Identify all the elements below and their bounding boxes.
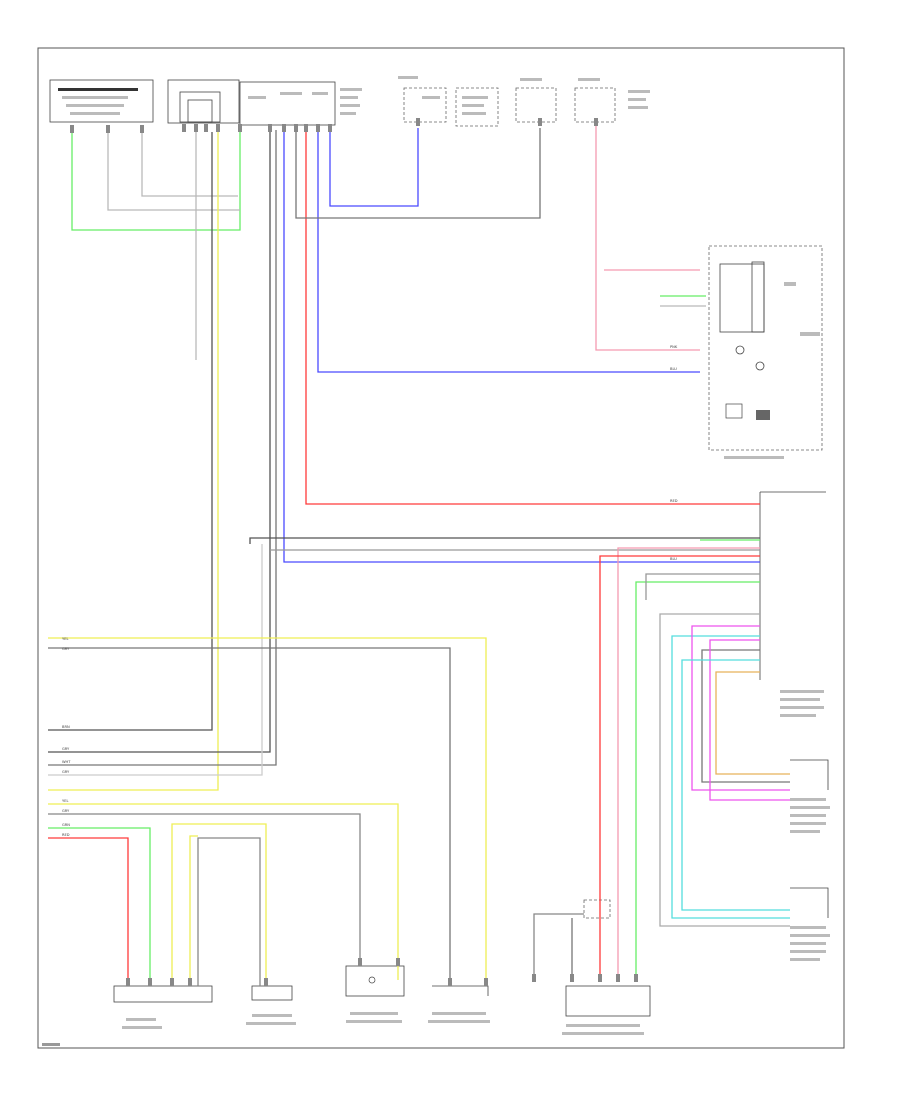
wire-yellow-right-long bbox=[48, 637, 487, 980]
wire-blue-main bbox=[283, 130, 668, 563]
wire-gray-top-left-1 bbox=[107, 132, 240, 211]
wire-red-down bbox=[599, 555, 760, 980]
wire-yellow-sensor-2 bbox=[189, 835, 198, 986]
top-connector-block bbox=[167, 79, 240, 124]
wire-label-blue-meter: BLU bbox=[670, 367, 677, 371]
top-module-2 bbox=[455, 87, 499, 127]
wire-label-gray-trunk: BRN bbox=[62, 725, 70, 729]
wire-orange-rear bbox=[715, 671, 790, 775]
wire-gray-top-horizontal bbox=[295, 128, 541, 219]
wire-label-lightgray: GRY bbox=[62, 770, 70, 774]
wire-green-down bbox=[635, 581, 760, 980]
front-airbag-sensor-right bbox=[246, 985, 296, 1025]
wire-yellow-seat bbox=[48, 803, 399, 980]
wire-red-main bbox=[305, 130, 700, 505]
wire-dark-bus-2 bbox=[48, 130, 277, 766]
wire-blue-top bbox=[329, 128, 419, 207]
wire-blue-meter bbox=[317, 130, 700, 373]
wire-gray-rear-2 bbox=[701, 649, 790, 783]
wire-green-sensor bbox=[48, 827, 151, 986]
wire-label-gray-seat: GRY bbox=[62, 809, 70, 813]
center-airbag-connector bbox=[759, 491, 826, 717]
wire-label-yellow-seat: YEL bbox=[62, 799, 68, 803]
wire-pink-down bbox=[617, 547, 760, 980]
wire-gray-right-long bbox=[48, 647, 451, 980]
wire-yellow-sensor-1 bbox=[171, 823, 267, 986]
top-left-module bbox=[49, 79, 154, 123]
wire-dark-bus-1 bbox=[48, 130, 271, 753]
wire-gray-top-left-2 bbox=[141, 132, 238, 197]
wire-yellow-trunk bbox=[48, 132, 219, 791]
side-airbag-sensor-rear-right bbox=[790, 887, 830, 961]
wire-label-yellow-long: YEL bbox=[62, 637, 68, 641]
wire-lightgray-bus bbox=[48, 544, 263, 776]
seat-belt-buckle-switch bbox=[345, 965, 405, 1023]
front-seat-airbag-assembly bbox=[562, 899, 651, 1035]
wire-gray-bottom-right bbox=[533, 913, 584, 980]
wire-dark-airbag bbox=[249, 537, 760, 544]
wire-label-red: RED bbox=[62, 833, 70, 837]
diagram-id-mark bbox=[42, 1043, 60, 1046]
wire-label-blue-airbag: BLU bbox=[670, 557, 677, 561]
occupant-classification-sensor bbox=[428, 985, 490, 1023]
wire-label-gray-long: GRY bbox=[62, 647, 70, 651]
wire-magenta-rear-2 bbox=[709, 639, 790, 801]
wire-gray-seat bbox=[48, 813, 361, 966]
wire-pink-meter bbox=[595, 120, 700, 351]
wire-magenta-rear bbox=[691, 625, 790, 791]
top-center-module bbox=[239, 81, 362, 126]
wire-red-sensor bbox=[48, 837, 129, 986]
wire-gray-rear-1 bbox=[659, 613, 790, 927]
wire-label-pink-meter: PNK bbox=[670, 345, 678, 349]
wire-green-top-left bbox=[71, 132, 241, 231]
wire-label-dark-bus-1: GRY bbox=[62, 747, 70, 751]
fuse-top-3 bbox=[574, 78, 650, 123]
wire-label-green: GRN bbox=[62, 823, 70, 827]
diagram-border bbox=[37, 47, 845, 1049]
wire-gray-down bbox=[645, 573, 760, 600]
front-airbag-sensor-left bbox=[113, 985, 213, 1029]
wire-label-red-airbag: RED bbox=[670, 499, 678, 503]
side-airbag-sensor-rear-left bbox=[790, 759, 830, 833]
wire-label-dark-bus-2: WHT bbox=[62, 760, 71, 764]
wire-gray-sensor bbox=[197, 837, 261, 986]
fuse-top-1 bbox=[398, 76, 447, 123]
wire-cyan-rear-2 bbox=[681, 659, 790, 911]
wire-gray-trunk-1 bbox=[48, 132, 213, 731]
wire-cyan-rear bbox=[671, 635, 790, 919]
fuse-top-2 bbox=[515, 78, 557, 123]
pin-marks bbox=[70, 118, 638, 986]
combination-meter bbox=[708, 245, 823, 459]
